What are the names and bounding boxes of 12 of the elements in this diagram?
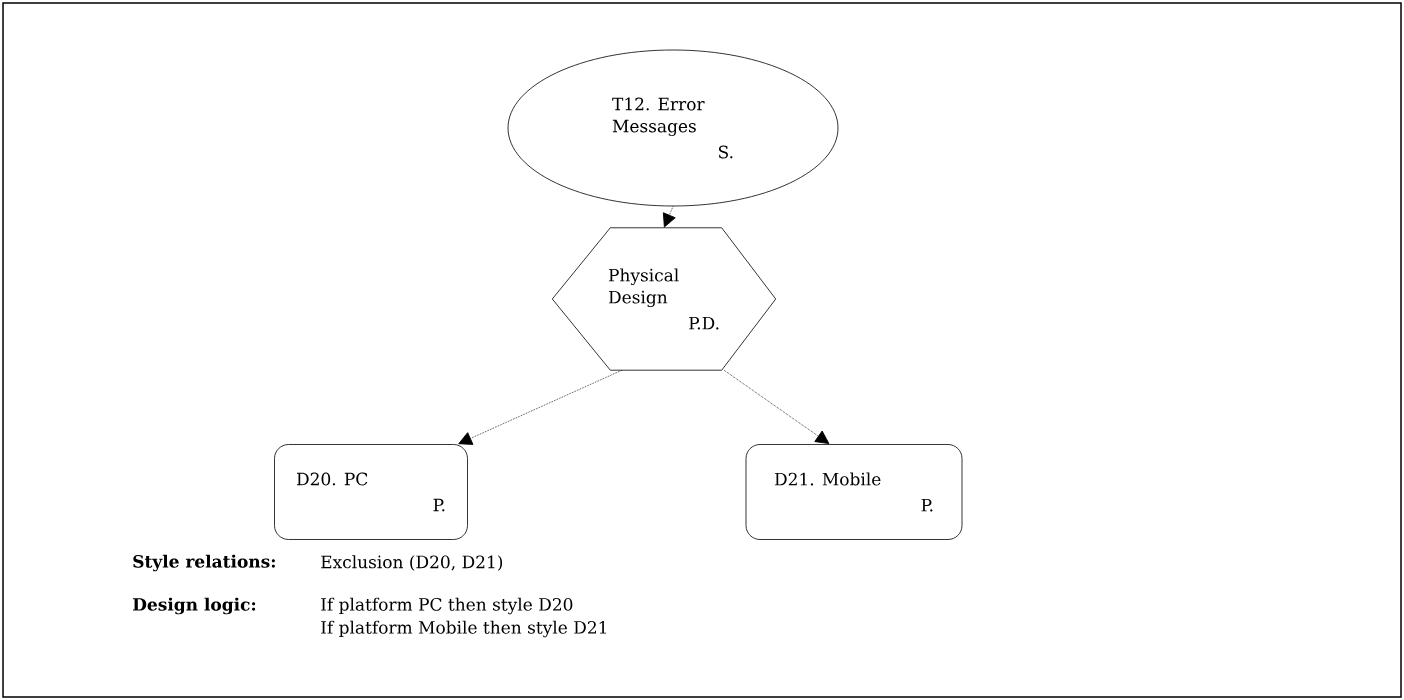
- ellipse-node: T12. Error Messages S.: [507, 49, 839, 207]
- row-heading: Design logic:: [133, 597, 256, 615]
- arrow: [662, 206, 676, 228]
- hexagon-node: Physical Design P.D.: [551, 227, 777, 371]
- arrow: [723, 369, 830, 444]
- note-text: Exclusion (D20, D21): [321, 555, 503, 571]
- rounded-box: D20. PC P.: [274, 444, 468, 540]
- note-text: If platform PC then style D20: [321, 597, 573, 615]
- note-text: If platform Mobile then style D21: [321, 620, 607, 638]
- rounded-box: D21. Mobile P.: [745, 444, 963, 540]
- arrow: [458, 369, 623, 445]
- row-heading: Style relations:: [133, 554, 275, 572]
